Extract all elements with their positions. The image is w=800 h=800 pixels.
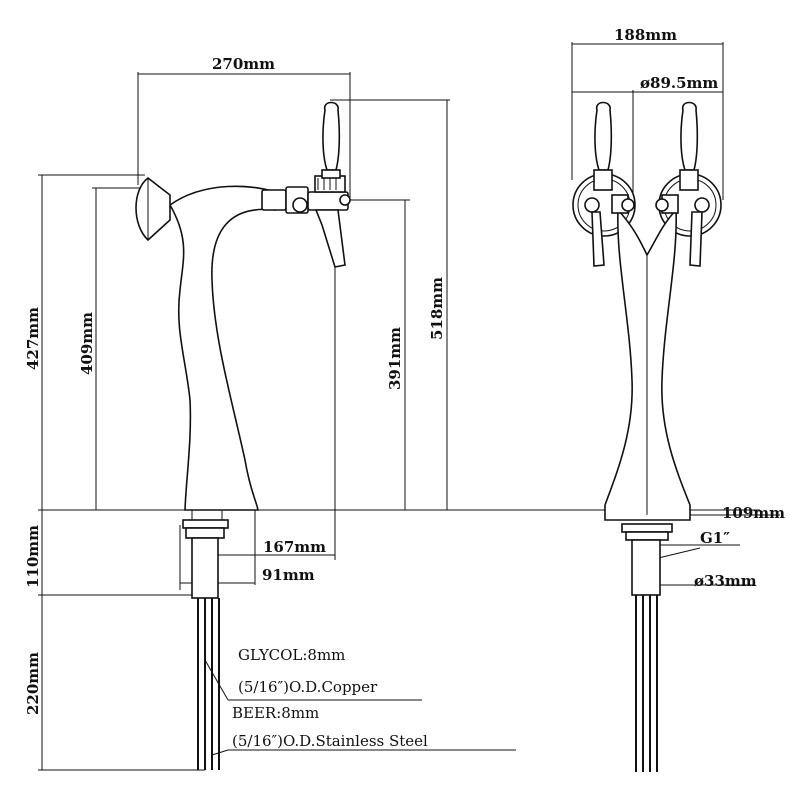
front-base-flange <box>621 523 673 533</box>
dim-188-label: 188mm <box>614 26 677 44</box>
dim-409-label: 409mm <box>78 312 96 375</box>
side-view: 270mm 518mm 391mm 427mm 409mm 110mm 220m… <box>24 55 760 771</box>
note-beer: BEER:8mm <box>232 704 319 722</box>
shank <box>191 537 219 599</box>
dim-427-label: 427mm <box>24 307 42 370</box>
drip-cup <box>135 176 171 242</box>
dim-220-label: 220mm <box>24 652 42 715</box>
left-tap-handle <box>594 101 613 171</box>
note-beer-spec: (5/16″)O.D.Stainless Steel <box>232 732 428 750</box>
faucet-assembly <box>261 175 351 268</box>
dim-33-label: ø33mm <box>694 572 757 590</box>
dim-167-label: 167mm <box>263 538 326 556</box>
dim-518-label: 518mm <box>428 277 446 340</box>
glycol-beer-lines <box>197 598 220 770</box>
dim-110-label: 110mm <box>24 525 42 588</box>
dim-391-label: 391mm <box>386 327 404 390</box>
tower-body <box>168 185 276 511</box>
front-shank <box>631 539 661 596</box>
dim-89-5-label: ø89.5mm <box>640 74 718 92</box>
base-flange <box>182 519 229 529</box>
dim-109-label: 109mm <box>722 504 785 522</box>
tap-handle <box>322 101 341 171</box>
note-glycol-spec: (5/16″)O.D.Copper <box>238 678 378 696</box>
dim-270-label: 270mm <box>212 55 275 73</box>
right-tap-handle <box>680 101 699 171</box>
note-glycol: GLYCOL:8mm <box>238 646 345 664</box>
thread-g1-label: G1″ <box>700 529 730 547</box>
front-view: 188mm ø89.5mm 109mm G1″ ø33mm <box>571 26 785 772</box>
dim-91-label: 91mm <box>262 566 315 584</box>
front-lines <box>635 595 658 772</box>
